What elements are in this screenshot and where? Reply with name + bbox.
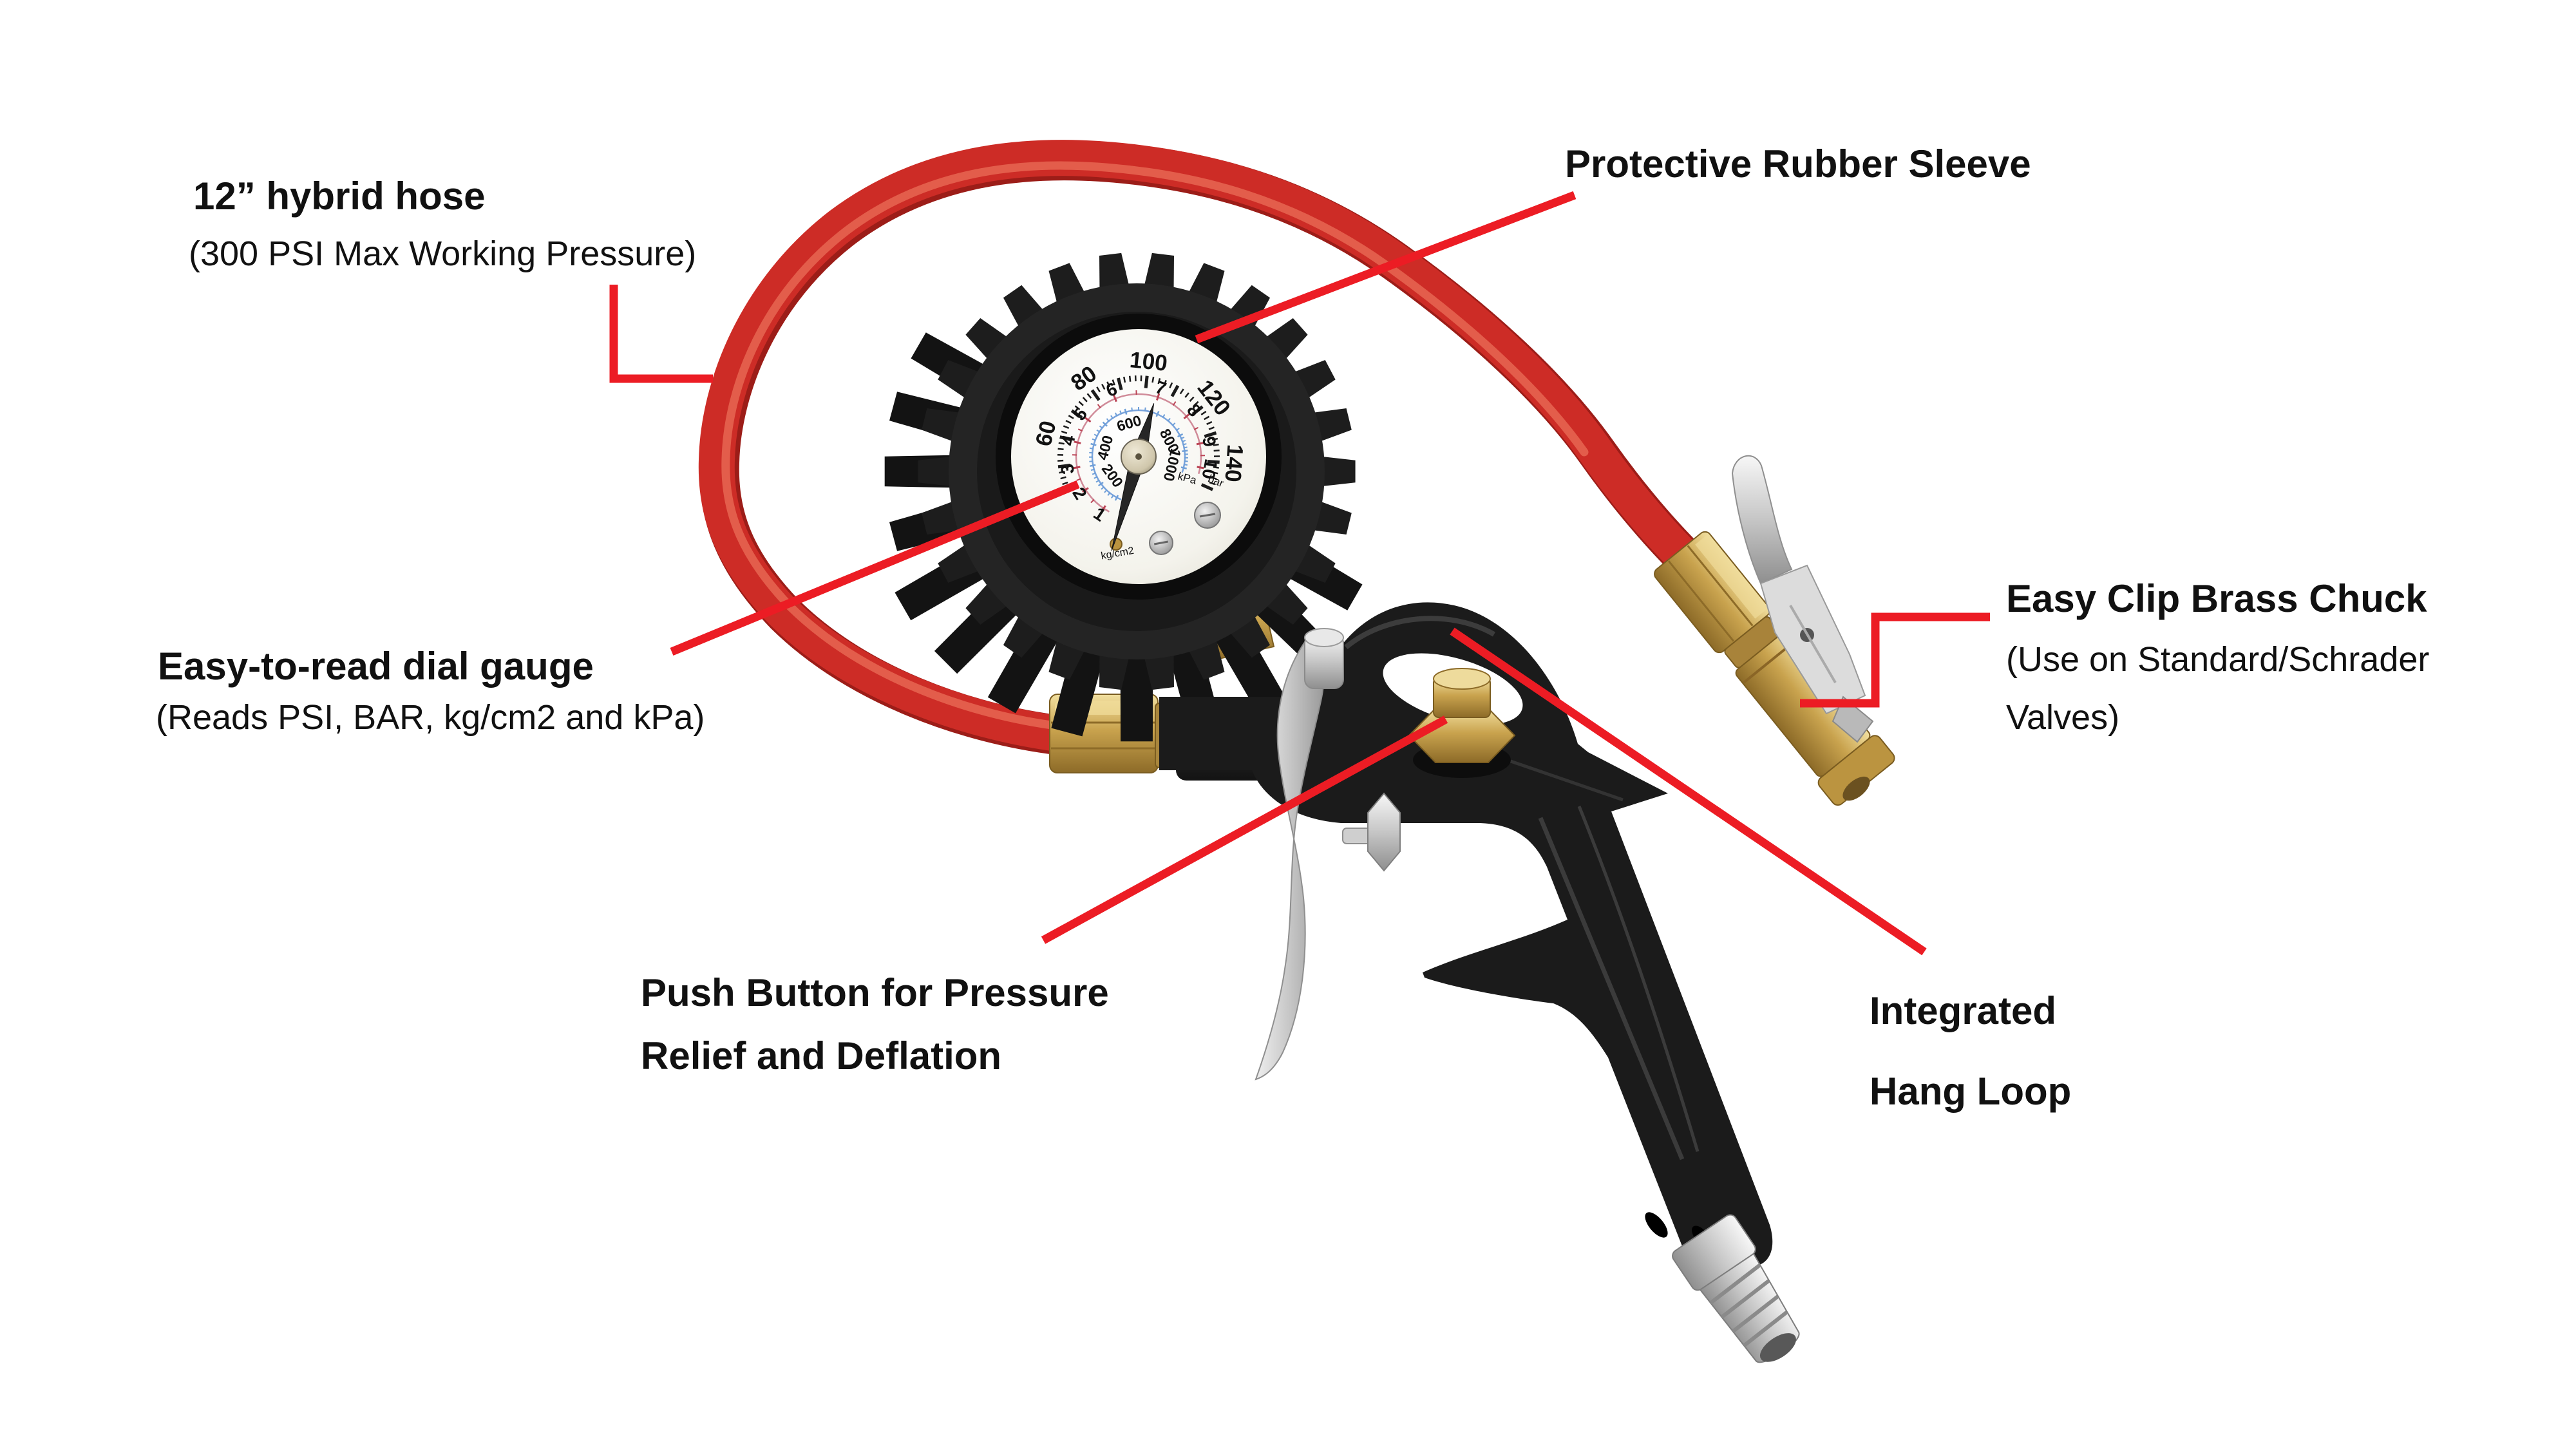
chuck-opening (1842, 776, 1870, 801)
callout-lines (609, 191, 1990, 956)
chuck-label-title: Easy Clip Brass Chuck (2006, 577, 2427, 620)
button-cap-top (1433, 668, 1491, 690)
callout-line-sleeve (1195, 191, 1577, 344)
callout-line-hose (609, 285, 713, 383)
sleeve-fin (1212, 618, 1286, 714)
handle-ridge-2 (1577, 806, 1700, 1152)
sleeve-tooth (1144, 252, 1175, 290)
dial-label-subtitle: (Reads PSI, BAR, kg/cm2 and kPa) (156, 698, 705, 737)
dial-label-title: Easy-to-read dial gauge (158, 645, 594, 688)
sleeve-tooth (1312, 408, 1352, 442)
sleeve-tooth (1321, 456, 1356, 487)
annotation-labels: 12” hybrid hose (300 PSI Max Working Pre… (156, 142, 2429, 1113)
loop-label-line2: Hang Loop (1870, 1070, 2071, 1113)
sleeve-label-title: Protective Rubber Sleeve (1565, 142, 2031, 185)
sleeve-tooth (922, 501, 961, 535)
scale-number-bar: 4 (1057, 433, 1079, 448)
sleeve-tooth (1099, 653, 1130, 690)
chuck-label-subtitle-1: (Use on Standard/Schrader (2006, 640, 2429, 679)
hose-label-subtitle: (300 PSI Max Working Pressure) (189, 234, 696, 273)
scale-number-psi: 100 (1128, 347, 1168, 376)
trigger-link-pin (1342, 828, 1372, 844)
sleeve-tooth (1312, 501, 1352, 535)
scale-number-psi: 60 (1031, 419, 1061, 449)
pivot-pin-top (1304, 628, 1344, 647)
hang-loop-highlight (1344, 616, 1495, 650)
sleeve-fin (1051, 640, 1106, 737)
sleeve-tooth (918, 456, 952, 487)
callout-line-push-button (1041, 715, 1448, 944)
callout-line-hang-loop (1450, 627, 1927, 956)
valve-hex-nut (1367, 792, 1401, 872)
handle-ridge-1 (1538, 817, 1685, 1160)
callout-line-dial (670, 480, 1080, 656)
hose-label-title: 12” hybrid hose (193, 175, 485, 218)
gun-body-and-handle (1159, 602, 1773, 1267)
clip-lever-plate (1759, 564, 1866, 715)
scale-number-bar: 3 (1057, 462, 1078, 476)
pivot-center (1135, 453, 1142, 460)
beak-ridge (1506, 758, 1624, 802)
clip-thumb-tab (1731, 455, 1793, 585)
hose-body (698, 140, 1700, 752)
loop-label-line1: Integrated (1870, 989, 2056, 1032)
chuck-label-subtitle-2: Valves) (2006, 698, 2119, 737)
scale-number-bar: 9 (1198, 435, 1220, 449)
handle-vent-1 (1645, 1212, 1668, 1238)
sleeve-tooth (922, 408, 961, 442)
clip-claw (1832, 696, 1874, 743)
sleeve-tooth (1144, 653, 1175, 690)
sleeve-fin (1120, 650, 1153, 742)
air-inlet-thread-fitting (1672, 1214, 1800, 1363)
brass-chuck (1654, 455, 1895, 806)
push-label-line1: Push Button for Pressure (641, 971, 1109, 1014)
sleeve-fin (987, 618, 1061, 714)
trigger-lever (1255, 634, 1325, 1081)
trigger-assembly (1255, 628, 1401, 1081)
scale-number-bar: 10 (1198, 457, 1221, 480)
push-label-line2: Relief and Deflation (641, 1034, 1001, 1077)
scale-number-psi: 140 (1220, 444, 1247, 483)
sleeve-tooth (1099, 252, 1130, 290)
callout-line-chuck (1800, 612, 1990, 708)
